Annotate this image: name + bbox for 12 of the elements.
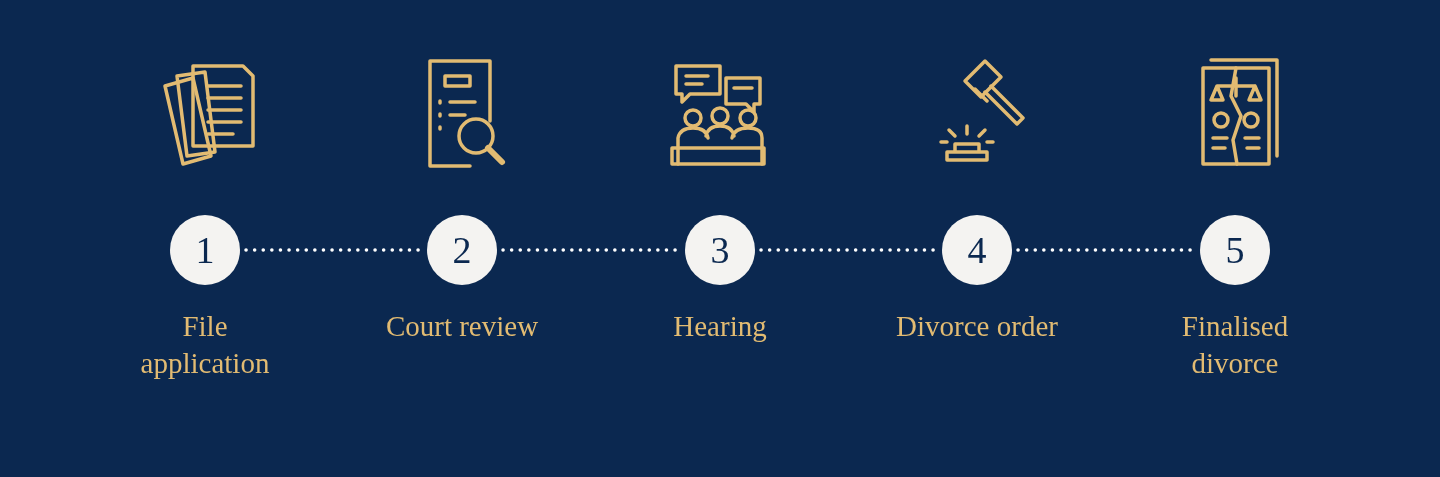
step-label: Finalised divorce <box>1180 309 1290 381</box>
step-label: Divorce order <box>895 309 1059 344</box>
step-label: File application <box>139 309 271 381</box>
step-number: 3 <box>710 231 730 269</box>
dotted-connector <box>244 248 423 252</box>
step-number: 5 <box>1225 231 1245 269</box>
step-label: Hearing <box>672 309 768 344</box>
dotted-connector <box>759 248 938 252</box>
step-label: Court review <box>384 309 540 344</box>
step-number: 2 <box>452 231 472 269</box>
step-number: 4 <box>967 231 987 269</box>
step-number: 1 <box>195 231 215 269</box>
